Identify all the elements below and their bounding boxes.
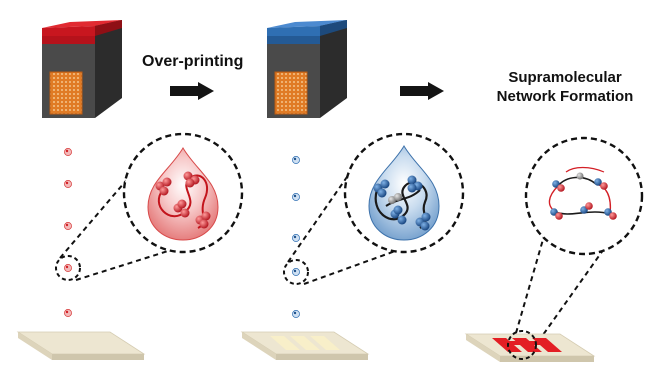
substrate-icon [16,331,146,360]
arrow-right-icon [400,82,444,100]
droplet-icon [292,193,300,201]
arrow-right-icon [170,82,214,100]
blue-droplet-stream [292,156,300,318]
zoom-line [75,245,185,281]
zoom-line [59,161,143,259]
polymer-network-icon [550,172,617,220]
red-droplet-stream [64,148,72,317]
zoom-source-circle [507,330,537,360]
printed-line [270,336,300,350]
chip-icon [49,71,83,115]
printed-line [310,336,340,350]
zoom-circle-blue-ink [343,132,465,254]
zoom-circle-red-ink [122,132,244,254]
substrate-icon [464,330,596,362]
zoom-source-circle [283,259,309,285]
droplet-icon [64,222,72,230]
chip-icon [274,71,308,115]
zoom-circle-network [524,136,644,256]
zoom-line [287,163,357,263]
ink-cartridge-blue [267,20,347,118]
droplet-icon [64,264,72,272]
zoom-line [515,235,545,334]
printed-crossbar [498,341,552,345]
droplet-icon [292,310,300,318]
printed-line [290,336,320,350]
polymer-network-icon [155,171,211,229]
step-label-network-line2: Network Formation [497,88,634,105]
droplet-icon [292,268,300,276]
droplet-icon [64,148,72,156]
ink-cartridge-red [42,20,122,118]
step-label-overprinting: Over-printing [142,53,243,70]
zoom-source-circle [55,255,81,281]
droplet-icon [64,309,72,317]
droplet-icon [64,180,72,188]
zoom-line [303,249,399,285]
polymer-network-icon [373,175,431,231]
substrate-icon [240,331,370,360]
step-label-network-line1: Supramolecular [508,69,622,86]
droplet-icon [292,234,300,242]
droplet-icon [292,156,300,164]
